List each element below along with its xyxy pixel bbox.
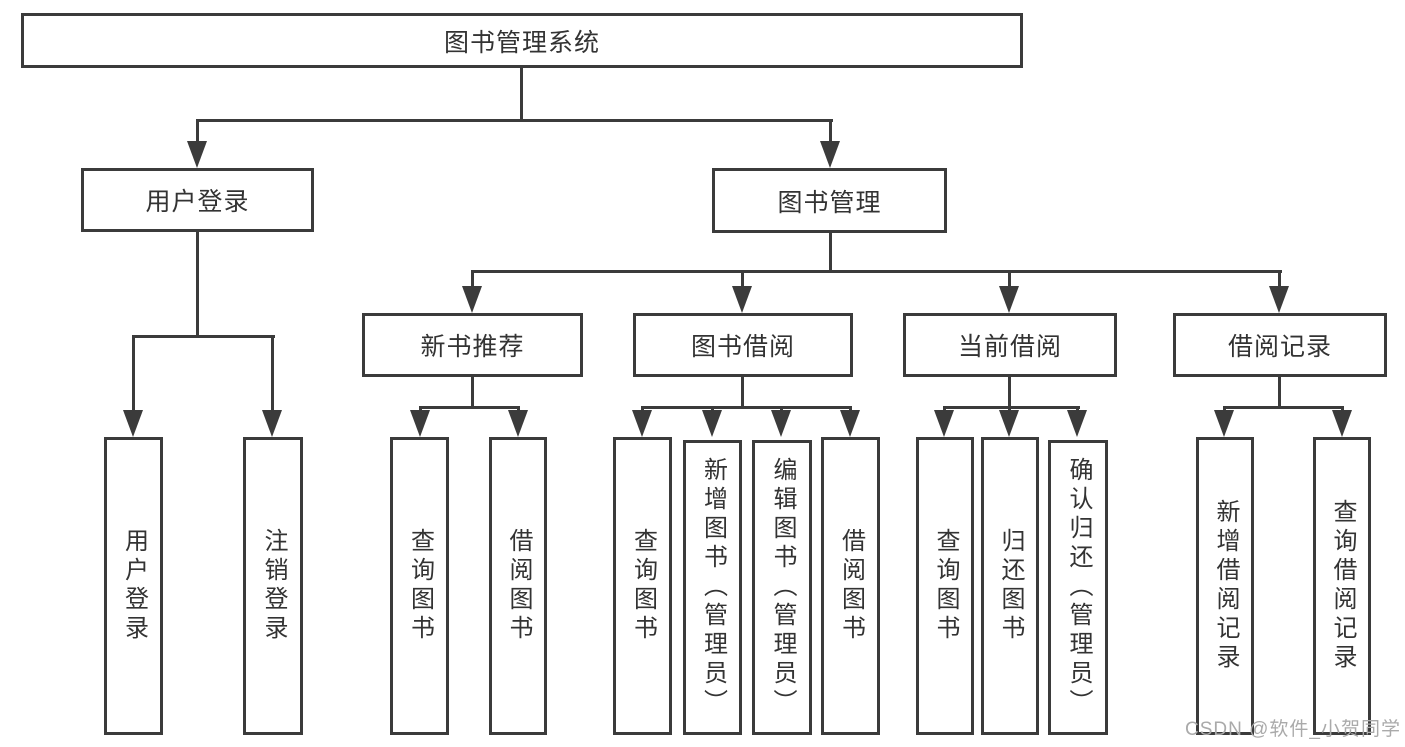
arrow-down-icon — [187, 141, 207, 168]
connector-line — [741, 270, 744, 290]
arrow-down-icon — [999, 286, 1019, 313]
leaf-add-borrow-record: 新增借阅记录 — [1196, 437, 1254, 735]
leaf-add-books-admin-label: 新增图书（管理员） — [699, 457, 727, 718]
leaf-borrow-books-label: 借阅图书 — [837, 528, 865, 644]
arrow-down-icon — [934, 410, 954, 437]
connector-line — [520, 68, 523, 121]
connector-line — [1278, 377, 1281, 409]
connector-line — [471, 377, 474, 409]
leaf-add-books-admin: 新增图书（管理员） — [683, 440, 742, 735]
node-book-borrow: 图书借阅 — [633, 313, 853, 377]
leaf-query-borrow-record-label: 查询借阅记录 — [1329, 499, 1356, 673]
connector-line — [1008, 377, 1011, 409]
leaf-logout: 注销登录 — [243, 437, 303, 735]
connector-line — [196, 119, 199, 145]
connector-line — [471, 270, 474, 290]
arrow-down-icon — [771, 410, 791, 437]
connector-line — [829, 119, 832, 145]
node-user-login: 用户登录 — [81, 168, 314, 232]
leaf-rec-borrow-books-label: 借阅图书 — [505, 528, 532, 644]
connector-line — [741, 377, 744, 409]
node-book-mgmt-label: 图书管理 — [777, 188, 882, 217]
arrow-down-icon — [1067, 410, 1087, 437]
arrow-down-icon — [732, 286, 752, 313]
arrow-down-icon — [410, 410, 430, 437]
arrow-down-icon — [508, 410, 528, 437]
node-book-mgmt: 图书管理 — [712, 168, 947, 233]
connector-line — [943, 406, 1080, 409]
arrow-down-icon — [262, 410, 282, 437]
leaf-query-borrow-record: 查询借阅记录 — [1313, 437, 1371, 735]
node-user-login-label: 用户登录 — [145, 188, 250, 216]
connector-line — [419, 406, 520, 409]
leaf-borrow-query-books: 查询图书 — [613, 437, 672, 735]
connector-line — [471, 270, 1282, 273]
connector-line — [641, 406, 852, 409]
leaf-confirm-return-admin: 确认归还（管理员） — [1048, 440, 1108, 735]
leaf-return-books: 归还图书 — [981, 437, 1039, 735]
connector-line — [132, 335, 135, 413]
connector-line — [1008, 270, 1011, 290]
arrow-down-icon — [632, 410, 652, 437]
arrow-down-icon — [123, 410, 143, 437]
connector-line — [829, 233, 832, 273]
connector-line — [1223, 406, 1344, 409]
connector-line — [196, 119, 833, 122]
leaf-current-query-books-label: 查询图书 — [932, 528, 959, 644]
node-root-label: 图书管理系统 — [443, 28, 600, 57]
leaf-edit-books-admin-label: 编辑图书（管理员） — [769, 457, 796, 718]
leaf-add-borrow-record-label: 新增借阅记录 — [1212, 499, 1239, 673]
node-new-book-rec: 新书推荐 — [362, 313, 583, 377]
connector-line — [132, 335, 275, 338]
connector-line — [271, 335, 274, 413]
arrow-down-icon — [462, 286, 482, 313]
leaf-user-login-label: 用户登录 — [120, 528, 148, 644]
arrow-down-icon — [1214, 410, 1234, 437]
node-borrow-records-label: 借阅记录 — [1227, 333, 1332, 361]
leaf-user-login: 用户登录 — [104, 437, 163, 735]
node-current-borrow: 当前借阅 — [903, 313, 1117, 377]
leaf-edit-books-admin: 编辑图书（管理员） — [752, 440, 812, 735]
csdn-watermark: CSDN @软件_小贺同学 — [1185, 719, 1401, 740]
connector-line — [1278, 270, 1281, 290]
leaf-confirm-return-admin-label: 确认归还（管理员） — [1065, 457, 1092, 718]
node-root: 图书管理系统 — [21, 13, 1023, 68]
node-borrow-records: 借阅记录 — [1173, 313, 1387, 377]
arrow-down-icon — [702, 410, 722, 437]
leaf-current-query-books: 查询图书 — [916, 437, 974, 735]
leaf-borrow-books: 借阅图书 — [821, 437, 880, 735]
node-book-borrow-label: 图书借阅 — [690, 333, 795, 361]
leaf-return-books-label: 归还图书 — [997, 528, 1024, 644]
node-current-borrow-label: 当前借阅 — [957, 333, 1062, 361]
connector-line — [196, 232, 199, 338]
arrow-down-icon — [1269, 286, 1289, 313]
arrow-down-icon — [840, 410, 860, 437]
leaf-rec-query-books-label: 查询图书 — [406, 528, 434, 644]
leaf-rec-borrow-books: 借阅图书 — [489, 437, 547, 735]
arrow-down-icon — [1332, 410, 1352, 437]
arrow-down-icon — [820, 141, 840, 168]
leaf-borrow-query-books-label: 查询图书 — [629, 528, 657, 644]
arrow-down-icon — [999, 410, 1019, 437]
node-new-book-rec-label: 新书推荐 — [420, 333, 525, 361]
leaf-logout-label: 注销登录 — [260, 528, 287, 644]
leaf-rec-query-books: 查询图书 — [390, 437, 449, 735]
